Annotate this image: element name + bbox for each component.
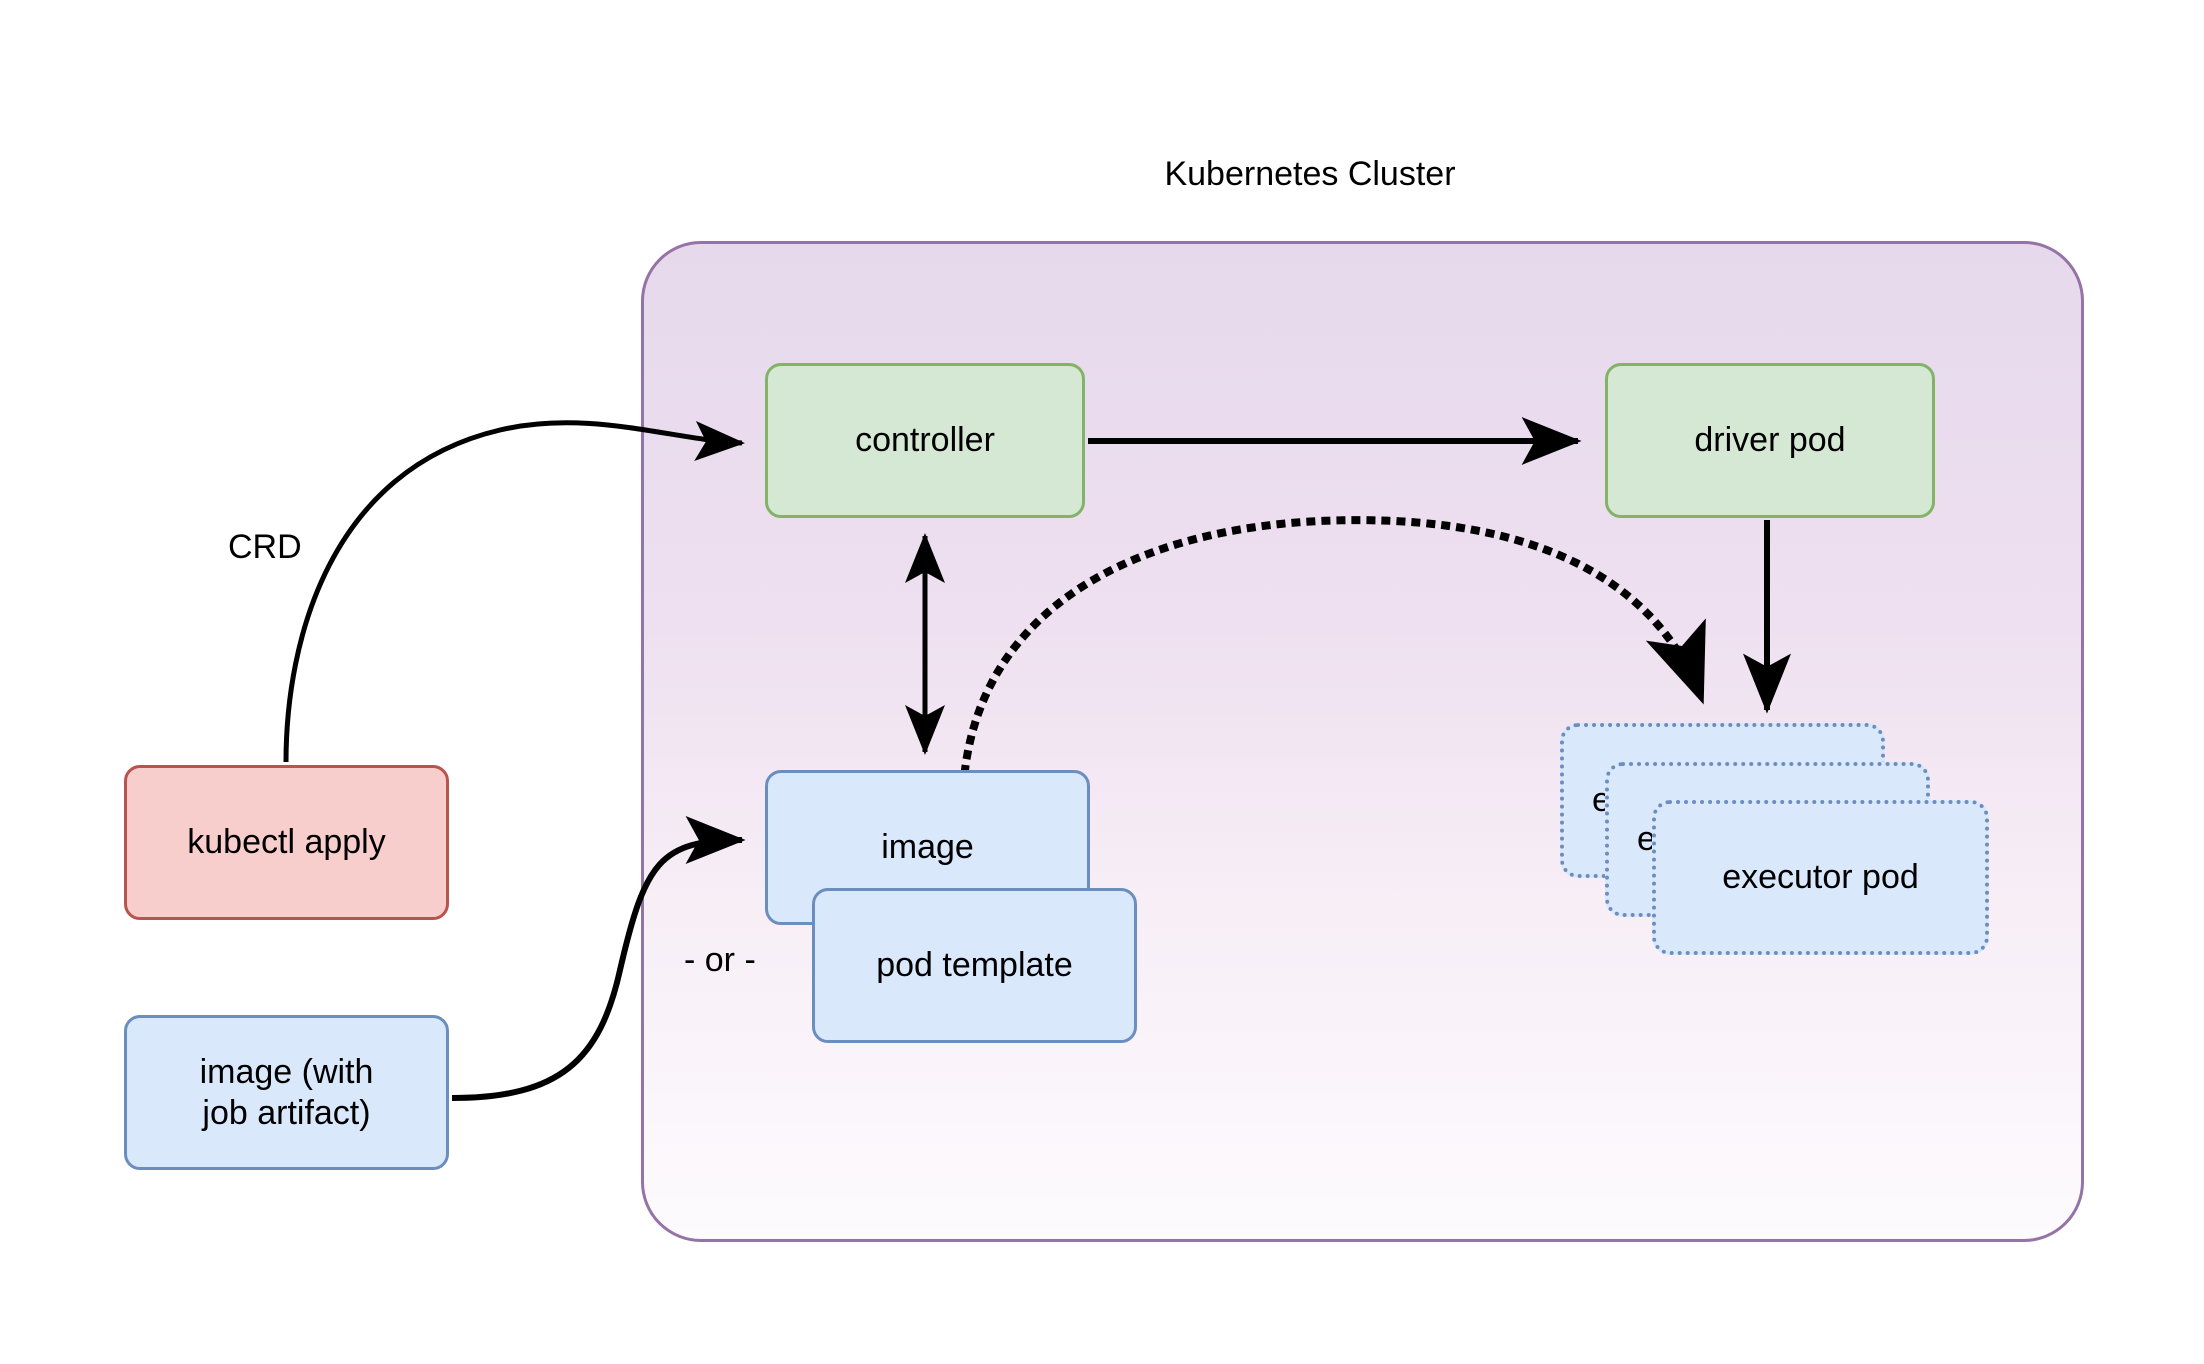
artifact-label-line-1: image (with [199, 1053, 374, 1092]
node-image-label: image [881, 828, 974, 867]
edge-label-or: - or - [684, 941, 756, 979]
node-driver-pod[interactable]: driver pod [1605, 363, 1935, 518]
node-driver-pod-label: driver pod [1694, 421, 1846, 460]
node-executor-pod-3-label: executor pod [1722, 858, 1919, 897]
node-image-with-job-artifact[interactable]: image (with job artifact) [124, 1015, 449, 1170]
edge-label-crd: CRD [228, 528, 302, 566]
node-kubectl-apply-label: kubectl apply [187, 823, 386, 862]
node-controller-label: controller [855, 421, 995, 460]
cluster-title: Kubernetes Cluster [1164, 155, 1456, 193]
artifact-label-line-2: job artifact) [202, 1093, 371, 1132]
node-executor-pod-3[interactable]: executor pod [1652, 800, 1989, 955]
node-image-with-job-artifact-label: image (with job artifact) [200, 1052, 374, 1132]
node-kubectl-apply[interactable]: kubectl apply [124, 765, 449, 920]
node-pod-template-label: pod template [876, 946, 1073, 985]
node-pod-template[interactable]: pod template [812, 888, 1137, 1043]
node-controller[interactable]: controller [765, 363, 1085, 518]
